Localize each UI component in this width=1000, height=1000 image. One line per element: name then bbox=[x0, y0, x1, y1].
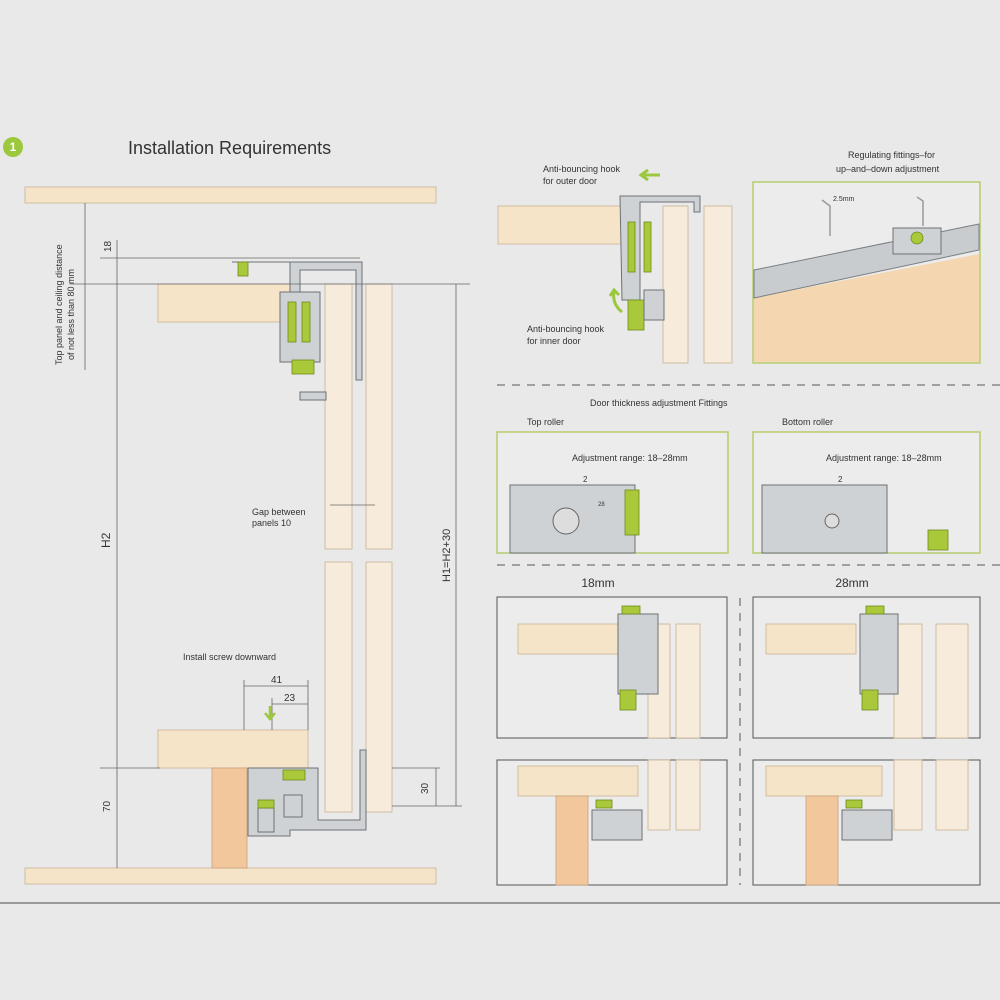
support-post bbox=[211, 767, 248, 869]
ceiling-panel bbox=[24, 186, 437, 204]
anti-bounce-hook bbox=[291, 359, 315, 375]
top-roller-panel: Adjustment range: 18–28mm 2 28 bbox=[496, 431, 729, 554]
top-roller-housing bbox=[279, 291, 321, 363]
step-badge bbox=[3, 137, 23, 157]
top-track bbox=[232, 261, 363, 381]
inner-door-upper bbox=[324, 283, 353, 550]
outer-hook-label: for outer door bbox=[543, 176, 597, 186]
regulating-fittings-panel: 2.5mm bbox=[752, 181, 981, 364]
hook-bracket bbox=[643, 289, 665, 321]
page-title: Installation Requirements bbox=[128, 138, 331, 158]
inner-hook bbox=[627, 299, 645, 331]
bottom-guide bbox=[257, 799, 275, 809]
label-18mm: 18mm bbox=[581, 576, 614, 590]
top-panel bbox=[497, 205, 627, 245]
comparison-18mm-bottom bbox=[496, 759, 728, 886]
anti-bouncing-hook-drawing: Anti-bouncing hook for outer door Anti-b… bbox=[497, 164, 733, 364]
bottom-roller bbox=[257, 807, 275, 833]
dim-h2: H2 bbox=[99, 532, 113, 548]
floor-panel bbox=[24, 867, 437, 885]
adjustment-range: Adjustment range: 18–28mm bbox=[826, 453, 942, 463]
comparison-18mm-top bbox=[496, 596, 728, 739]
label-28mm: 28mm bbox=[835, 576, 868, 590]
scale-end: 28 bbox=[598, 502, 605, 508]
top-bracket bbox=[299, 391, 327, 401]
adjust-screw bbox=[910, 231, 924, 245]
wrench-size: 2.5mm bbox=[833, 196, 855, 203]
roller-wheel bbox=[627, 221, 636, 273]
bottom-roller-label: Bottom roller bbox=[782, 417, 833, 427]
screw-label: Install screw downward bbox=[183, 652, 276, 662]
ceiling-distance-label: Top panel and ceiling distance bbox=[54, 244, 64, 365]
gap-label: Gap between bbox=[252, 507, 306, 517]
bottom-track bbox=[247, 749, 367, 837]
top-roller-wheel bbox=[301, 301, 311, 343]
scale-mark: 2 bbox=[583, 475, 588, 484]
scale-mark: 2 bbox=[838, 475, 843, 484]
gap-label: panels 10 bbox=[252, 518, 291, 528]
bottom-panel bbox=[157, 729, 309, 769]
door-panel bbox=[754, 254, 979, 362]
regulating-title: up–and–down adjustment bbox=[836, 164, 940, 174]
bottom-guide bbox=[282, 769, 306, 781]
inner-hook-label: Anti-bouncing hook bbox=[527, 324, 605, 334]
dim-30: 30 bbox=[420, 782, 431, 794]
inner-door-lower bbox=[324, 561, 353, 813]
thickness-title: Door thickness adjustment Fittings bbox=[590, 398, 728, 408]
comparison-28mm-top bbox=[752, 596, 981, 739]
top-panel bbox=[157, 283, 301, 323]
allen-key-icon bbox=[821, 196, 924, 236]
outer-door-upper bbox=[365, 283, 393, 550]
screw-down-arrow-icon bbox=[264, 706, 276, 721]
dim-h1: H1=H2+30 bbox=[441, 529, 453, 582]
main-installation-drawing: Top panel and ceiling distance of not le… bbox=[24, 186, 470, 885]
adjustment-range: Adjustment range: 18–28mm bbox=[572, 453, 688, 463]
left-arrow-icon bbox=[638, 168, 660, 182]
inner-hook-label: for inner door bbox=[527, 336, 581, 346]
roller-wheel bbox=[643, 221, 652, 273]
bottom-roller-panel: Adjustment range: 18–28mm 2 bbox=[752, 431, 981, 554]
top-roller-wheel bbox=[287, 301, 297, 343]
top-roller-label: Top roller bbox=[527, 417, 564, 427]
outer-door-lower bbox=[365, 561, 393, 813]
outer-hook-label: Anti-bouncing hook bbox=[543, 164, 621, 174]
top-clip bbox=[237, 261, 249, 277]
bottom-roller bbox=[283, 794, 303, 818]
step-number: 1 bbox=[10, 140, 17, 154]
dim-18: 18 bbox=[103, 240, 114, 252]
dim-41: 41 bbox=[271, 675, 283, 686]
curved-arrow-icon bbox=[608, 287, 623, 314]
outer-door bbox=[703, 205, 733, 364]
regulating-title: Regulating fittings–for bbox=[848, 150, 935, 160]
comparison-28mm-bottom bbox=[752, 759, 981, 886]
dim-23: 23 bbox=[284, 693, 296, 704]
ceiling-distance-label: of not less than 80 mm bbox=[66, 269, 76, 360]
inner-door bbox=[662, 205, 689, 364]
dim-70: 70 bbox=[102, 800, 113, 812]
